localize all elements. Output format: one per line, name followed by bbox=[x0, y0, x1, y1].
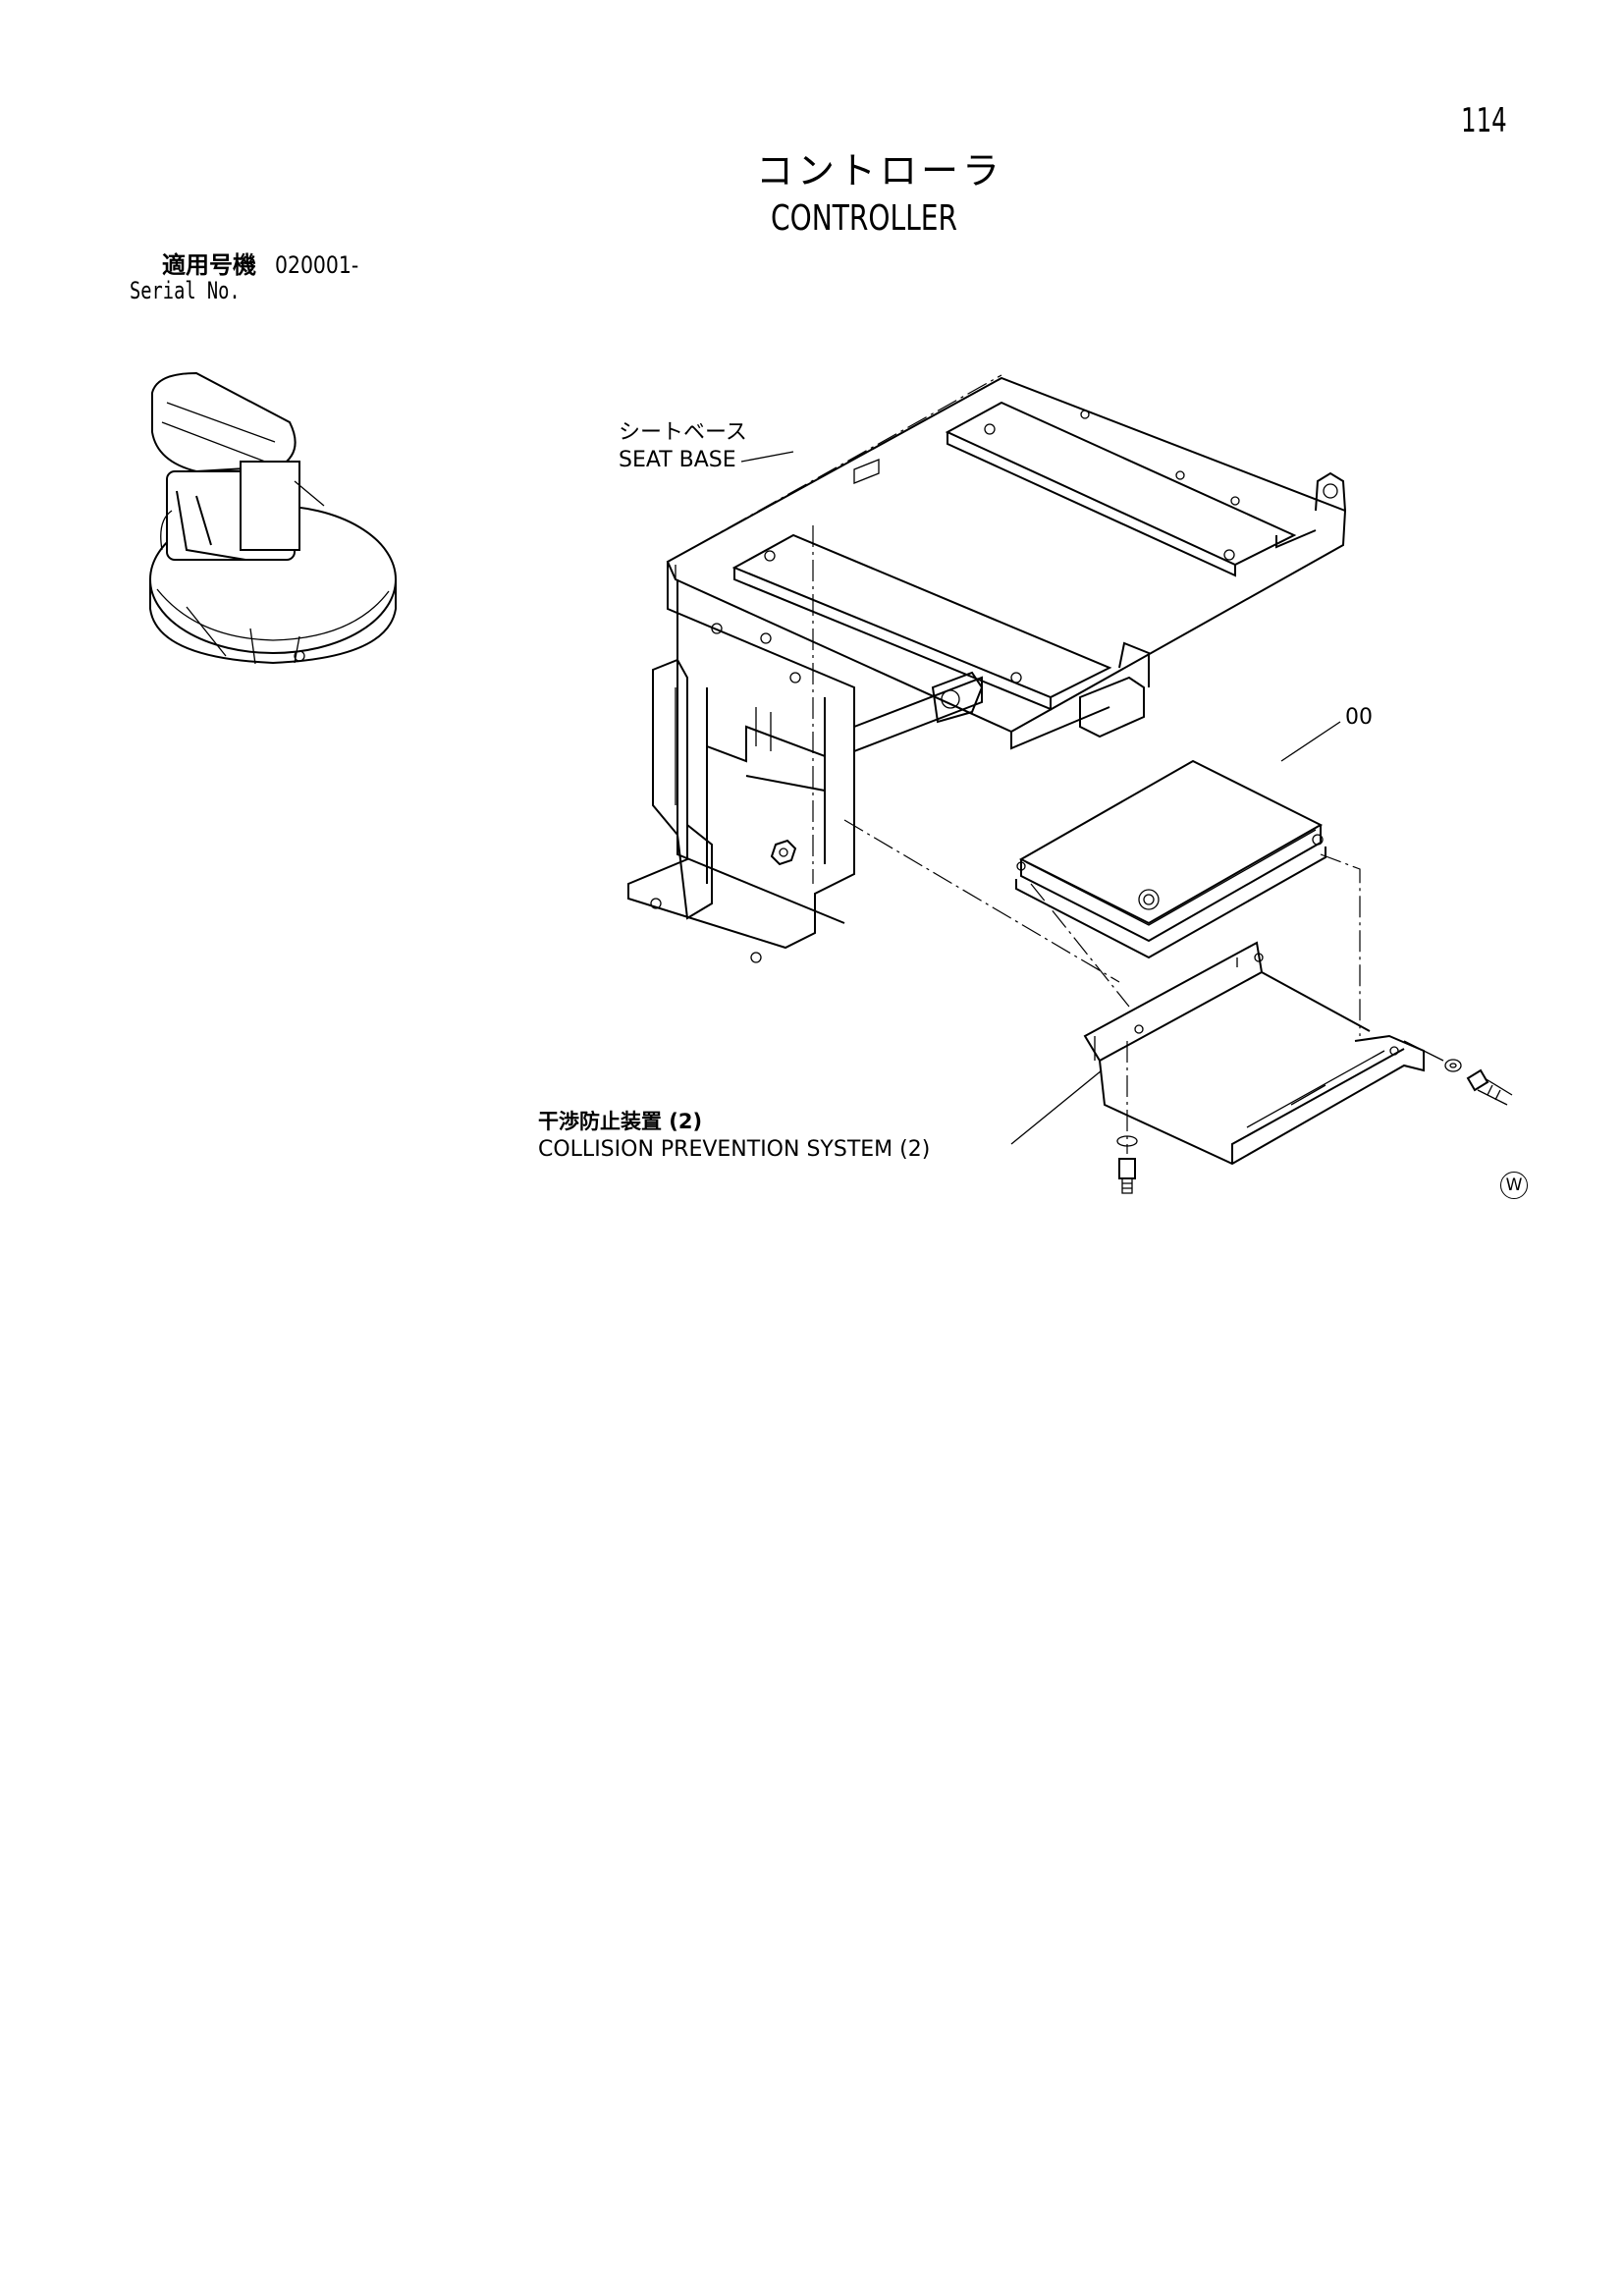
collision-label-japanese: 干渉防止装置 (2) bbox=[538, 1110, 703, 1133]
serial-number-value: 020001- bbox=[275, 251, 359, 279]
w-mark-icon: W bbox=[1500, 1172, 1528, 1199]
seat-base-label-japanese: シートベース bbox=[619, 420, 747, 445]
page-title: CONTROLLER bbox=[771, 198, 958, 239]
page-title-japanese: コントローラ bbox=[756, 149, 1004, 192]
page-number: 114 bbox=[1461, 101, 1507, 140]
serial-label: Serial No. bbox=[130, 277, 241, 304]
collision-label: COLLISION PREVENTION SYSTEM (2) bbox=[538, 1137, 931, 1162]
controller-drawing bbox=[1015, 721, 1361, 1036]
bracket-drawing bbox=[1010, 941, 1425, 1166]
bolt-icon bbox=[1403, 1040, 1513, 1106]
bolt-icon bbox=[1116, 1135, 1138, 1194]
seat-base-label: SEAT BASE bbox=[619, 448, 736, 472]
excavator-thumbnail-icon bbox=[149, 371, 397, 665]
part-number-callout: 00 bbox=[1345, 705, 1373, 730]
seat-base-drawing bbox=[627, 374, 1347, 983]
washer-icon bbox=[1444, 1059, 1462, 1072]
serial-label-japanese: 適用号機 bbox=[162, 251, 256, 279]
